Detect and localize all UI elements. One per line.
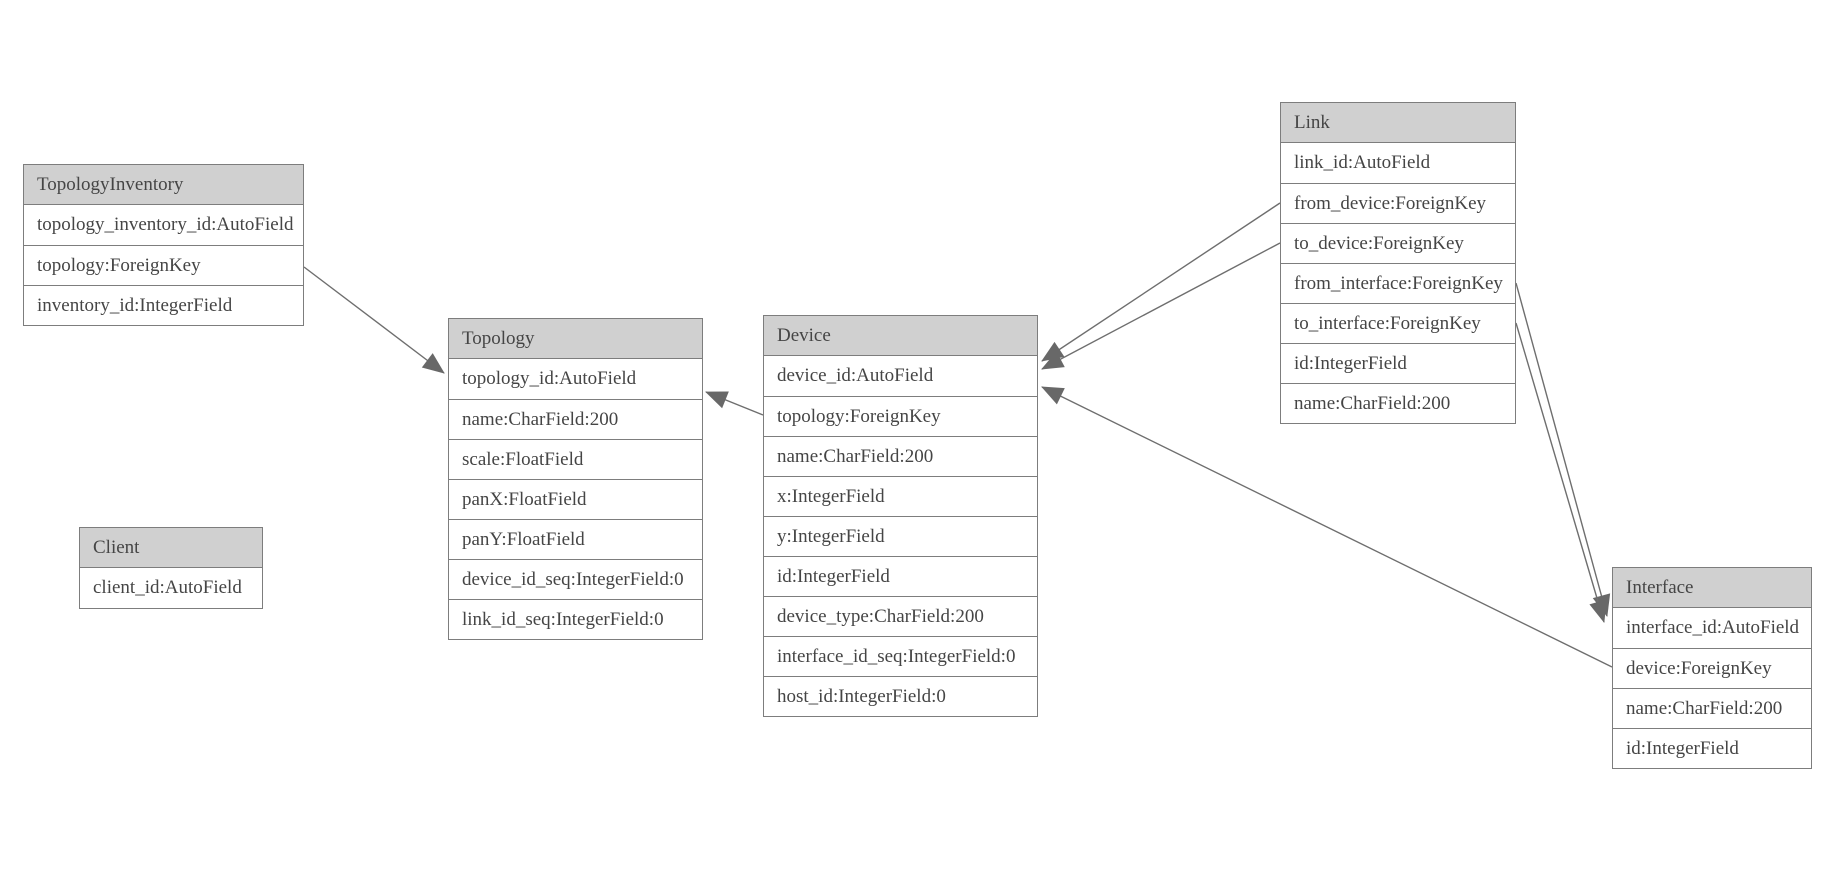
edge-link-frominterface-interface <box>1515 282 1611 617</box>
table-field-row: name:CharField:200 <box>1613 688 1811 728</box>
table-field-row: to_interface:ForeignKey <box>1281 303 1515 343</box>
edge-topologyinventory-topology <box>303 266 445 374</box>
table-field-row: from_device:ForeignKey <box>1281 183 1515 223</box>
table-topologyinventory: TopologyInventory topology_inventory_id:… <box>23 164 304 326</box>
edge-link-todevice-device <box>1041 242 1281 370</box>
table-field-row: interface_id:AutoField <box>1613 608 1811 648</box>
table-field-row: topology_id:AutoField <box>449 359 702 399</box>
table-topology-header: Topology <box>449 319 702 359</box>
edge-interface-device <box>1041 386 1613 668</box>
table-field-row: link_id_seq:IntegerField:0 <box>449 599 702 639</box>
table-field-row: topology_inventory_id:AutoField <box>24 205 303 245</box>
table-field-row: id:IntegerField <box>764 556 1037 596</box>
table-field-row: id:IntegerField <box>1281 343 1515 383</box>
table-field-row: device_id:AutoField <box>764 356 1037 396</box>
table-topologyinventory-header: TopologyInventory <box>24 165 303 205</box>
table-field-row: to_device:ForeignKey <box>1281 223 1515 263</box>
table-client-rows: client_id:AutoField <box>80 568 262 608</box>
table-field-row: topology:ForeignKey <box>24 245 303 285</box>
table-field-row: name:CharField:200 <box>1281 383 1515 423</box>
table-field-row: host_id:IntegerField:0 <box>764 676 1037 716</box>
table-field-row: scale:FloatField <box>449 439 702 479</box>
table-field-row: id:IntegerField <box>1613 728 1811 768</box>
table-field-row: name:CharField:200 <box>764 436 1037 476</box>
table-field-row: device_type:CharField:200 <box>764 596 1037 636</box>
table-field-row: panY:FloatField <box>449 519 702 559</box>
edge-device-topology <box>705 391 764 416</box>
table-field-row: interface_id_seq:IntegerField:0 <box>764 636 1037 676</box>
table-field-row: link_id:AutoField <box>1281 143 1515 183</box>
table-device-header: Device <box>764 316 1037 356</box>
table-field-row: topology:ForeignKey <box>764 396 1037 436</box>
table-client-header: Client <box>80 528 262 568</box>
table-field-row: panX:FloatField <box>449 479 702 519</box>
table-link-header: Link <box>1281 103 1515 143</box>
edge-link-tointerface-interface <box>1515 322 1607 623</box>
table-field-row: x:IntegerField <box>764 476 1037 516</box>
table-field-row: name:CharField:200 <box>449 399 702 439</box>
table-field-row: inventory_id:IntegerField <box>24 285 303 325</box>
table-field-row: from_interface:ForeignKey <box>1281 263 1515 303</box>
table-interface-header: Interface <box>1613 568 1811 608</box>
table-field-row: client_id:AutoField <box>80 568 262 608</box>
table-field-row: device_id_seq:IntegerField:0 <box>449 559 702 599</box>
edge-link-fromdevice-device <box>1041 202 1281 362</box>
table-field-row: device:ForeignKey <box>1613 648 1811 688</box>
table-client: Client client_id:AutoField <box>79 527 263 609</box>
table-field-row: y:IntegerField <box>764 516 1037 556</box>
